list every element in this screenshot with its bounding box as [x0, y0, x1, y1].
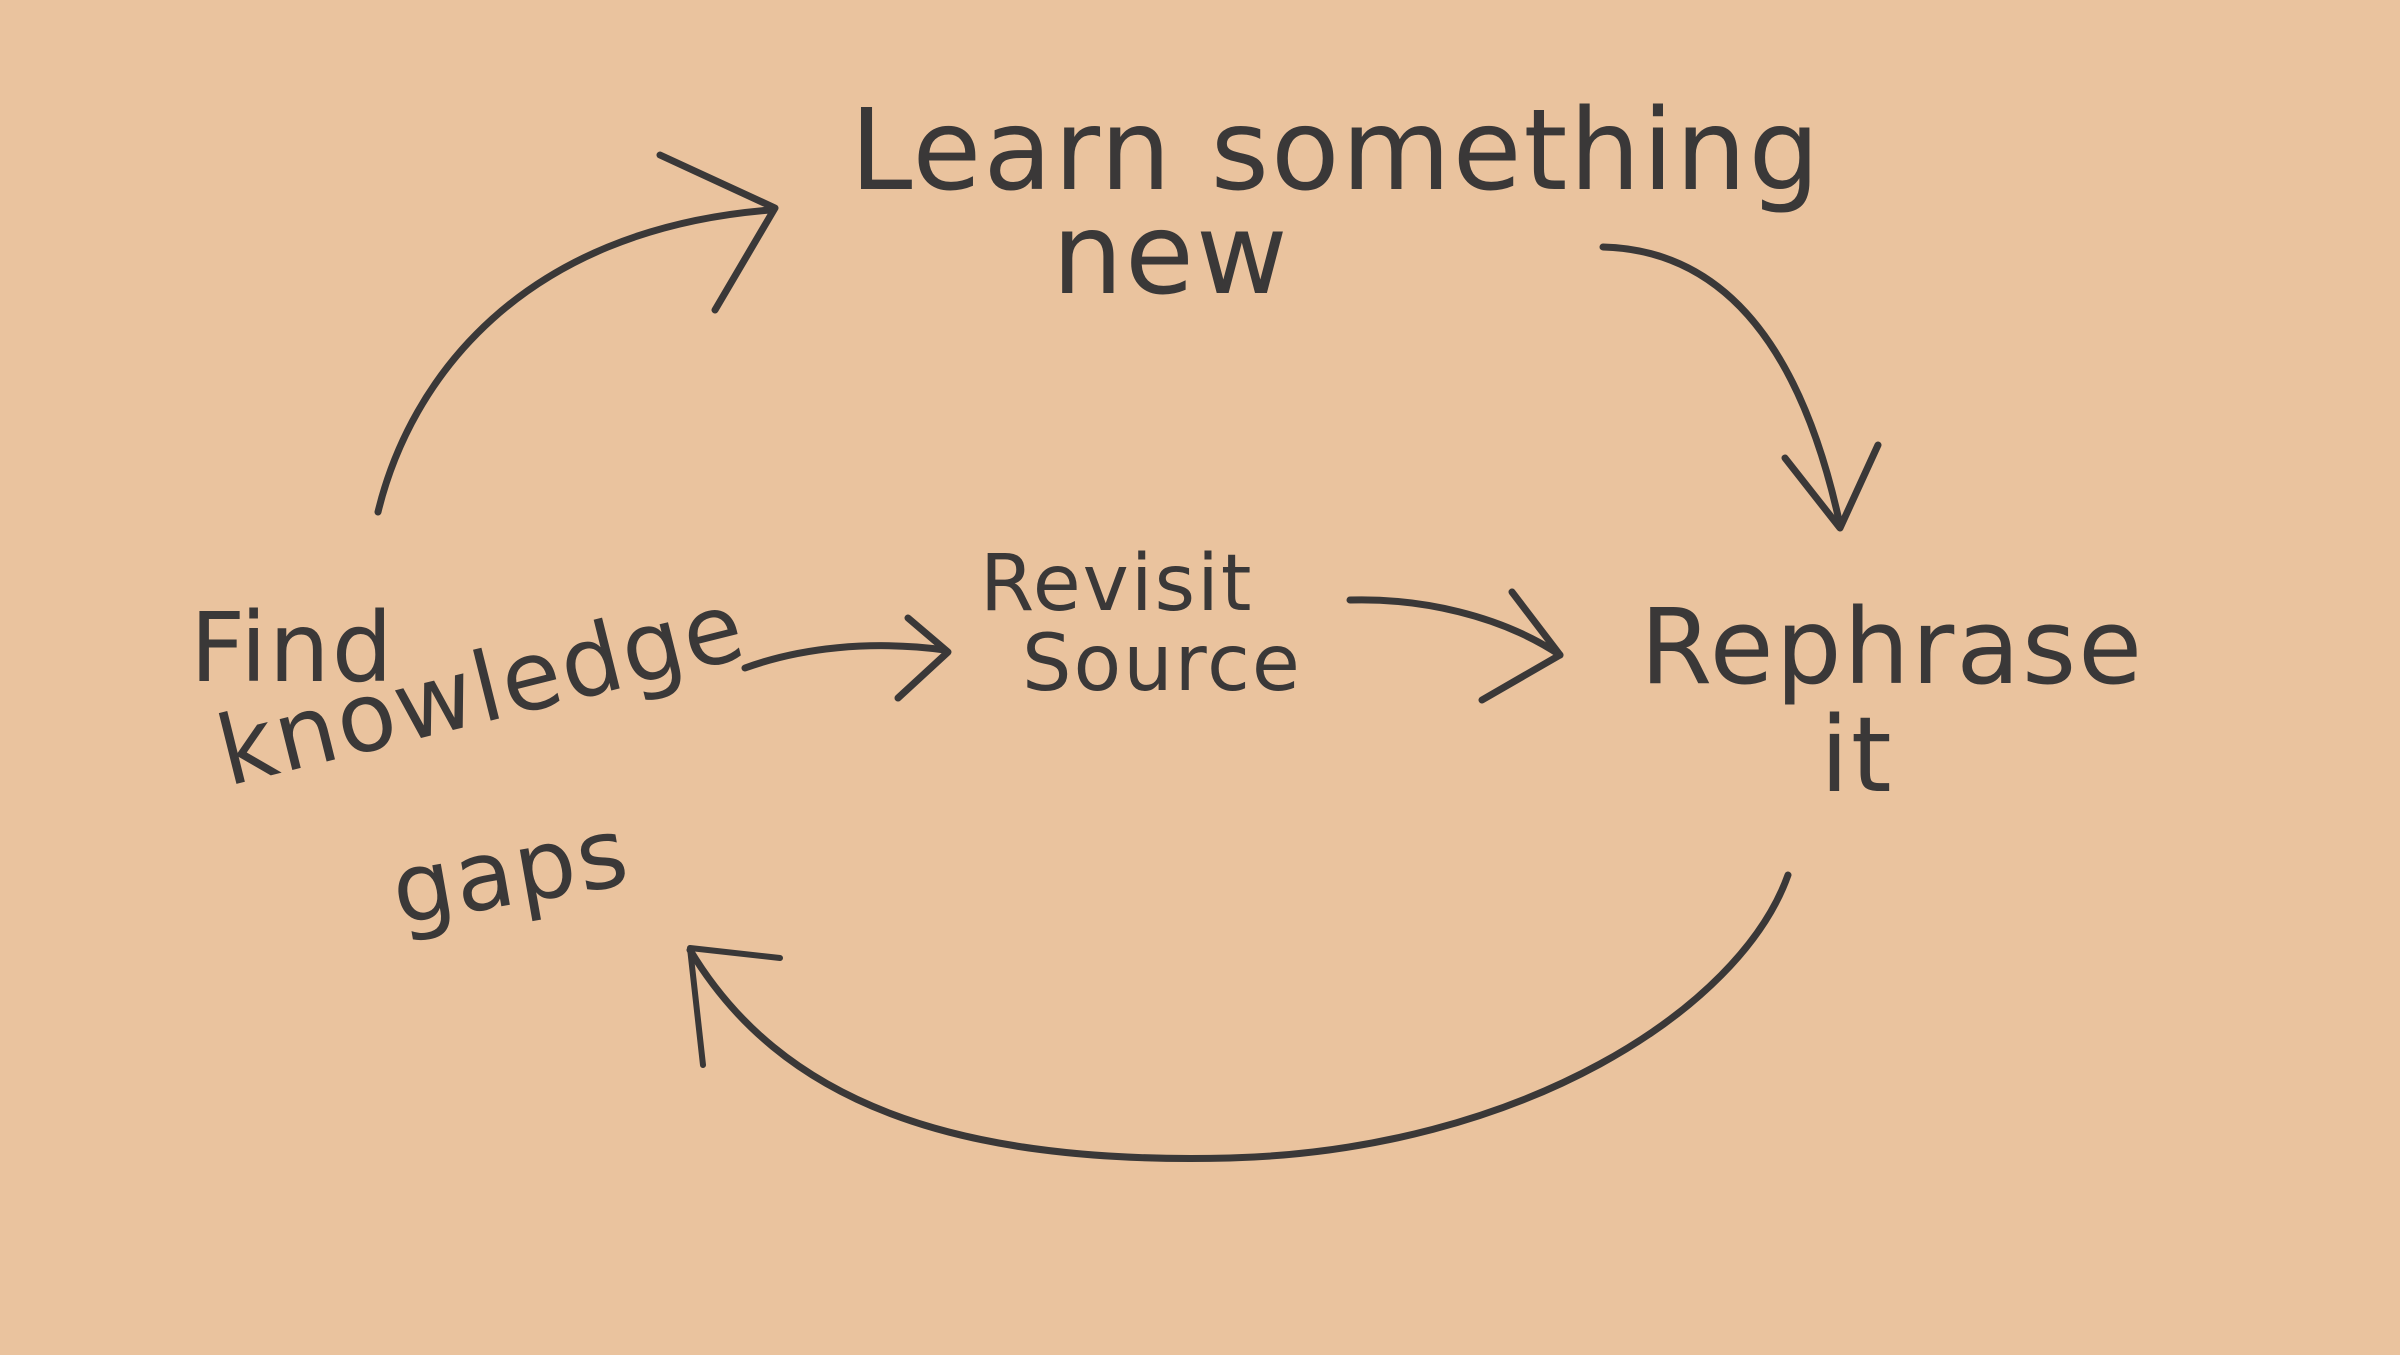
node-learn-line1: Learn something	[850, 86, 1822, 216]
node-find-knowledge-gaps: Find knowledge gaps	[190, 569, 758, 947]
node-revisit-line2: Source	[1022, 619, 1302, 709]
node-revisit-line1: Revisit	[980, 539, 1254, 629]
arrowhead-rephrase-to-find	[687, 945, 783, 1068]
arrow-revisit-to-rephrase	[1346, 596, 1564, 659]
node-learn-line2: new	[1052, 190, 1290, 320]
node-revisit-source: Revisit Source	[980, 545, 1302, 703]
arrowhead-revisit-to-rephrase	[1478, 588, 1564, 704]
node-find-line1: Find	[190, 592, 395, 704]
arrowhead-find-to-revisit	[894, 614, 952, 702]
arrow-rephrase-to-find	[686, 871, 1792, 1162]
arrowhead-learn-to-rephrase	[1781, 441, 1882, 532]
arrow-find-to-learn	[374, 206, 774, 516]
node-rephrase-line1: Rephrase	[1640, 586, 2145, 708]
arrow-learn-to-rephrase	[1599, 243, 1844, 529]
node-learn-something-new: Learn something new	[850, 95, 1822, 311]
arrow-find-to-revisit	[741, 642, 949, 672]
arrowhead-find-to-learn	[656, 151, 779, 314]
node-rephrase-it: Rephrase it	[1640, 595, 2144, 807]
node-rephrase-line2: it	[1820, 694, 1894, 816]
